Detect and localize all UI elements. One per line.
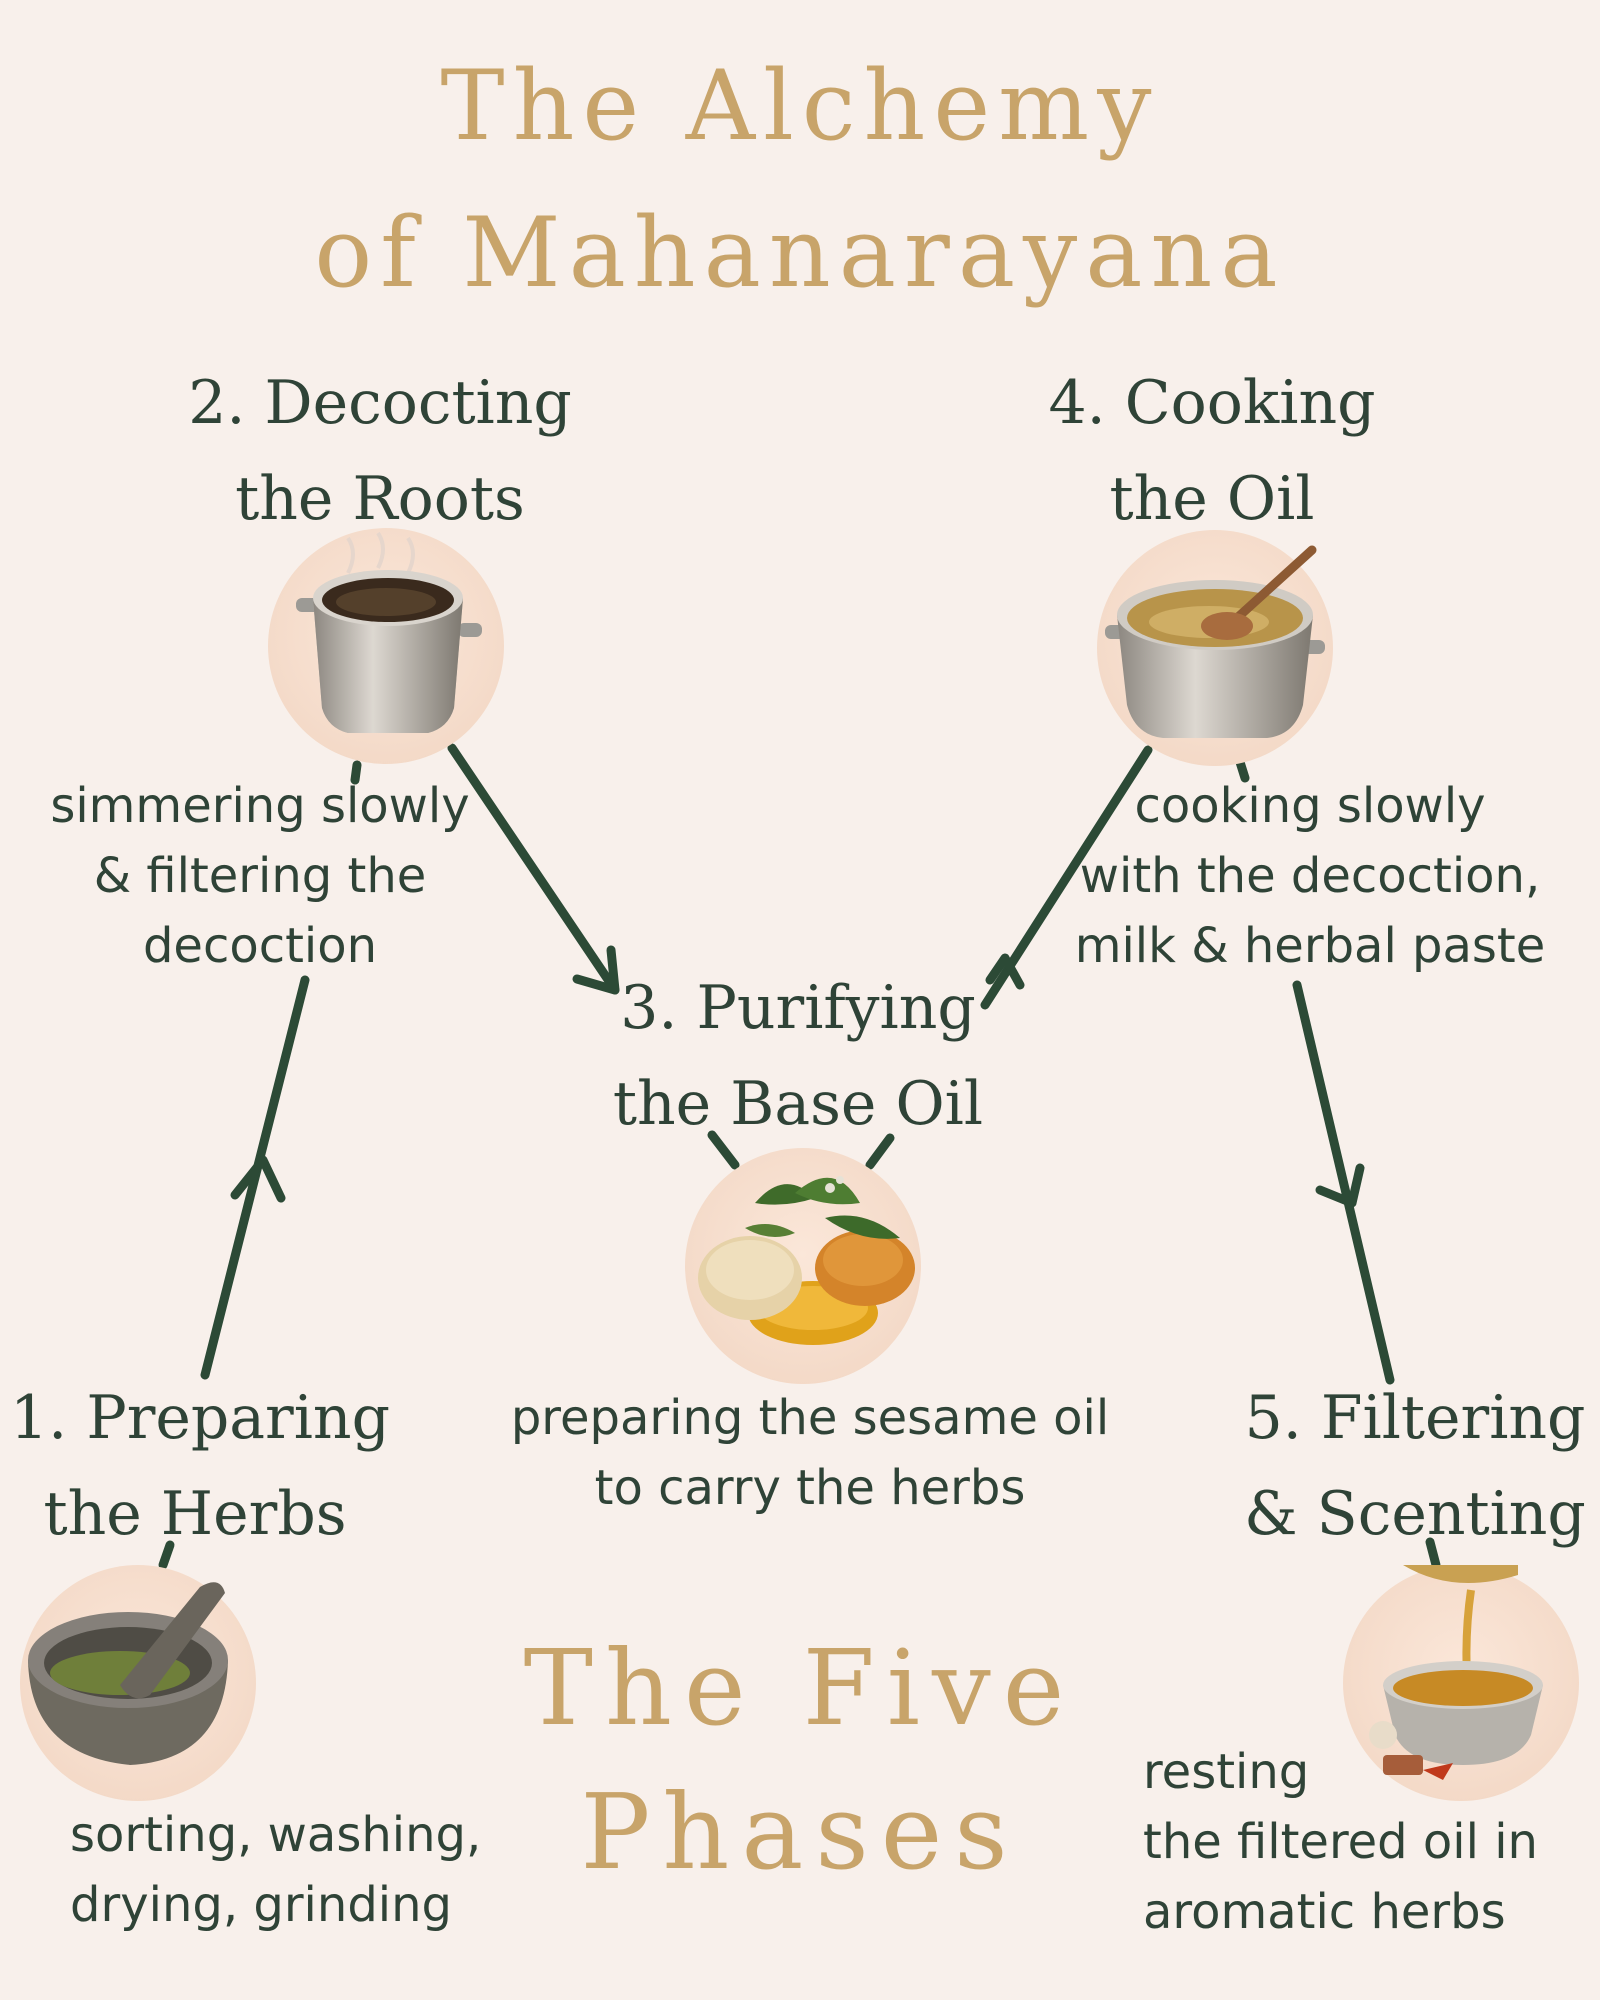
center-phrase-line-1: The Five [523, 1627, 1077, 1749]
step-1-title-line-2: the Herbs [43, 1479, 347, 1549]
step-4-title: 4. Cooking the Oil [1012, 355, 1412, 547]
step-4-desc-line-1: cooking slowly [1134, 778, 1486, 834]
oil-pouring-bowl-icon [1369, 1565, 1543, 1780]
arrowhead-4-to-5 [1315, 1163, 1365, 1208]
step-1-desc-line-2: drying, grinding [70, 1877, 453, 1933]
tick-step5-circle [1425, 1537, 1441, 1570]
step-5-image [1343, 1565, 1579, 1801]
title-line-2: of Mahanarayana [314, 197, 1286, 309]
step-4-desc-line-2: with the decoction, [1079, 848, 1541, 904]
step-3-title-line-2: the Base Oil [612, 1069, 984, 1139]
arrowhead-2-to-3 [572, 945, 620, 995]
step-4-description: cooking slowly with the decoction, milk … [1060, 771, 1560, 981]
step-4-title-line-1: 4. Cooking [1048, 368, 1376, 438]
connector-1-to-2 [200, 975, 310, 1380]
step-4-image [1097, 530, 1333, 766]
connector-4-to-5 [1292, 980, 1395, 1385]
step-3-image [685, 1148, 921, 1384]
step-3-desc-line-1: preparing the sesame oil [510, 1390, 1110, 1446]
steaming-pot-icon [296, 531, 482, 733]
step-1-title-line-1: 1. Preparing [10, 1383, 390, 1453]
tick-step3-left [707, 1130, 740, 1170]
center-phrase-line-2: Phases [580, 1771, 1020, 1893]
step-1-image [20, 1565, 256, 1801]
mortar-and-pestle-icon [28, 1582, 228, 1765]
step-2-title: 2. Decocting the Roots [180, 355, 580, 547]
step-2-image [268, 528, 504, 764]
step-1-description: sorting, washing, drying, grinding [40, 1800, 500, 1940]
step-1-desc-line-1: sorting, washing, [70, 1807, 482, 1863]
step-5-desc-line-3: aromatic herbs [1143, 1884, 1506, 1940]
tick-step3-right [865, 1133, 895, 1170]
step-4-title-line-2: the Oil [1109, 464, 1315, 534]
tick-step1-circle [158, 1540, 175, 1570]
step-5-desc-line-2: the filtered oil in [1143, 1814, 1538, 1870]
step-2-desc-line-3: decoction [142, 918, 378, 974]
step-3-title-line-1: 3. Purifying [620, 973, 976, 1043]
step-4-desc-line-3: milk & herbal paste [1074, 918, 1546, 974]
step-1-title: 1. Preparing the Herbs [10, 1370, 390, 1562]
step-2-desc-line-1: simmering slowly [50, 778, 470, 834]
step-5-description: resting the filtered oil in aromatic her… [1143, 1737, 1583, 1947]
tick-step4-circle [1235, 757, 1250, 783]
step-3-description: preparing the sesame oil to carry the he… [500, 1383, 1120, 1523]
step-5-desc-line-1: resting [1143, 1744, 1310, 1800]
arrowhead-1-to-2 [230, 1155, 286, 1203]
step-2-title-line-2: the Roots [235, 464, 525, 534]
tick-step2-circle [350, 760, 362, 785]
oil-pot-spoon-icon [1105, 545, 1325, 738]
connector-2-to-3 [447, 743, 620, 995]
step-2-description: simmering slowly & filtering the decocti… [30, 771, 490, 981]
sesame-oil-herbs-icon [698, 1176, 915, 1345]
step-3-title: 3. Purifying the Base Oil [598, 960, 998, 1152]
step-5-title-line-2: & Scenting [1244, 1479, 1586, 1549]
step-5-title-line-1: 5. Filtering [1244, 1383, 1586, 1453]
step-2-desc-line-2: & filtering the [93, 848, 427, 904]
step-2-title-line-1: 2. Decocting [188, 368, 572, 438]
title-line-1: The Alchemy [440, 50, 1160, 162]
step-5-title: 5. Filtering & Scenting [1240, 1370, 1590, 1562]
step-3-desc-line-2: to carry the herbs [594, 1460, 1026, 1516]
arrowhead-3-to-4 [985, 953, 1025, 990]
